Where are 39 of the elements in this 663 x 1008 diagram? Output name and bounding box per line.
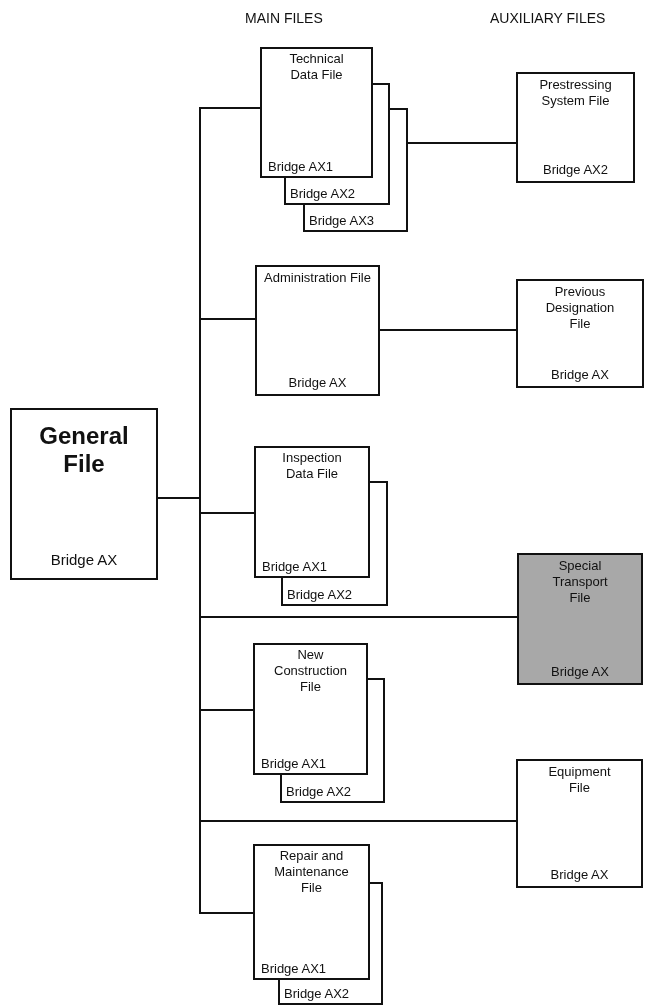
file-title: Technical Data File (288, 51, 345, 83)
file-title: New Construction File (274, 647, 347, 695)
stacked-file-cards (253, 643, 385, 803)
file-box (516, 759, 643, 888)
bridge-label: Bridge AX1 (268, 159, 334, 175)
bridge-label: Bridge AX2 (542, 162, 608, 178)
file-box (516, 72, 635, 183)
bridge-label: Bridge AX (550, 867, 609, 883)
file-title: Special Transport File (552, 558, 608, 606)
bridge-label: Bridge AX (50, 552, 118, 568)
bridge-label: Bridge AX2 (287, 587, 353, 603)
bridge-label: Bridge AX (551, 664, 609, 680)
bridge-label: Bridge AX2 (290, 186, 356, 202)
bridge-label: Bridge AX (551, 367, 609, 383)
file-box (10, 408, 158, 580)
file-box (517, 553, 643, 685)
file-title: Equipment File (548, 764, 611, 796)
connector-line (407, 142, 517, 144)
bridge-label: Bridge AX1 (261, 961, 327, 977)
bridge-label: Bridge AX (288, 375, 347, 391)
bridge-label: Bridge AX1 (261, 756, 327, 772)
stacked-file-cards (253, 844, 383, 1005)
file-title: General File (39, 422, 129, 478)
file-title: Prestressing System File (539, 77, 612, 109)
file-title: Previous Designation File (545, 284, 615, 332)
bridge-label: Bridge AX3 (309, 213, 375, 229)
file-title: Inspection Data File (281, 450, 343, 482)
bridge-label: Bridge AX2 (284, 986, 350, 1002)
stacked-file-cards (254, 446, 388, 606)
file-box (255, 265, 380, 396)
file-box (516, 279, 644, 388)
stacked-file-cards (260, 47, 408, 232)
connector-line (379, 329, 517, 331)
column-heading: AUXILIARY FILES (490, 10, 606, 26)
bridge-label: Bridge AX2 (286, 784, 352, 800)
column-heading: MAIN FILES (245, 10, 323, 26)
file-title: Administration File (263, 270, 372, 286)
file-title: Repair and Maintenance File (273, 848, 350, 896)
bridge-label: Bridge AX1 (262, 559, 328, 575)
